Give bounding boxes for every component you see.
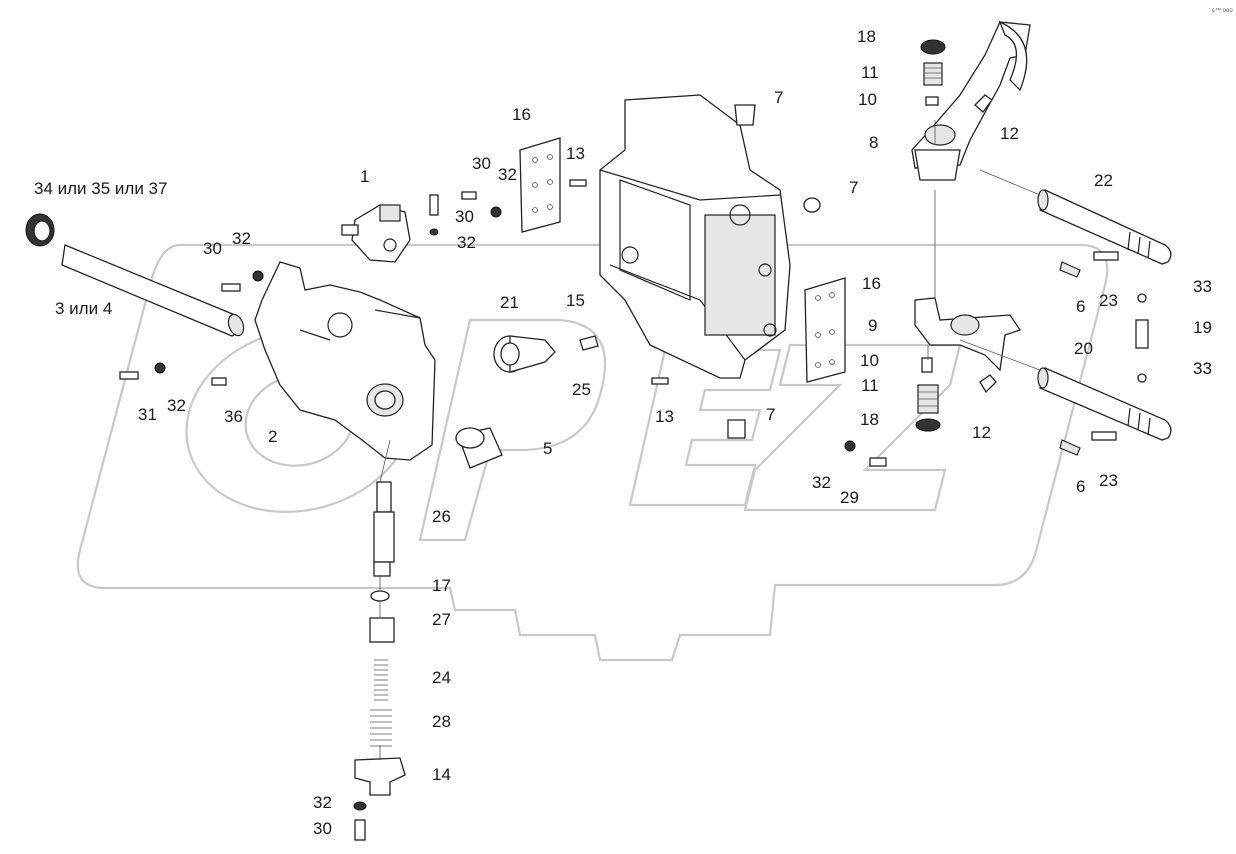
label-28: 28 <box>432 712 451 731</box>
valve-stack <box>353 481 406 841</box>
label-23: 23 <box>1099 471 1118 490</box>
shaft-20 <box>1037 367 1172 441</box>
label-24: 24 <box>432 668 451 687</box>
label-5: 5 <box>543 439 552 458</box>
fork-9 <box>914 297 1022 372</box>
label-7: 7 <box>774 88 783 107</box>
label-25: 25 <box>572 380 591 399</box>
shaft-22 <box>1037 189 1172 265</box>
lower-detent-parts <box>915 357 997 432</box>
shaft-3-or-4 <box>61 244 245 337</box>
bolt-29 <box>869 457 887 467</box>
main-housing <box>599 94 791 379</box>
label-6: 6 <box>1076 477 1085 496</box>
label-32: 32 <box>232 229 251 248</box>
cover-housing-2 <box>254 261 436 461</box>
label-7: 7 <box>849 178 858 197</box>
pin-13-upper <box>569 179 587 187</box>
label-32: 32 <box>457 233 476 252</box>
label-11: 11 <box>861 376 879 395</box>
label-32: 32 <box>313 793 332 812</box>
plate-16-lower <box>804 277 846 383</box>
label-36: 36 <box>224 407 243 426</box>
label-23: 23 <box>1099 291 1118 310</box>
valve-block-1 <box>341 204 411 263</box>
label-1: 1 <box>360 167 369 186</box>
leader-lines <box>379 120 1041 760</box>
label-29: 29 <box>840 488 859 507</box>
small-fasteners-left <box>119 191 502 386</box>
label-12: 12 <box>972 423 991 442</box>
washer-32-right <box>844 440 856 452</box>
corner-mark: c™ ooo <box>1212 7 1233 14</box>
label-19: 19 <box>1193 318 1212 337</box>
label-10: 10 <box>860 351 879 370</box>
solenoid-21 <box>493 335 599 373</box>
label-34-35-37: 34 или 35 или 37 <box>34 179 167 198</box>
label-10: 10 <box>858 90 877 109</box>
label-21: 21 <box>500 293 519 312</box>
label-16: 16 <box>512 105 531 124</box>
plate-16-upper <box>519 137 561 233</box>
label-18: 18 <box>857 27 876 46</box>
label-13: 13 <box>566 144 585 163</box>
pin-13-lower <box>651 377 669 385</box>
label-33: 33 <box>1193 277 1212 296</box>
label-6: 6 <box>1076 297 1085 316</box>
label-18: 18 <box>860 410 879 429</box>
label-17: 17 <box>432 576 451 595</box>
label-30: 30 <box>203 239 222 258</box>
label-13: 13 <box>655 407 674 426</box>
label-26: 26 <box>432 507 451 526</box>
label-32: 32 <box>812 473 831 492</box>
plugs-7 <box>727 104 821 439</box>
label-14: 14 <box>432 765 451 784</box>
label-32: 32 <box>498 165 517 184</box>
label-15: 15 <box>566 291 585 310</box>
label-8: 8 <box>869 133 878 152</box>
label-33: 33 <box>1193 359 1212 378</box>
fork-8 <box>911 20 1031 181</box>
label-27: 27 <box>432 610 451 629</box>
label-16: 16 <box>862 274 881 293</box>
seal-34-35-37 <box>25 213 55 247</box>
label-7: 7 <box>766 405 775 424</box>
label-3-or-4: 3 или 4 <box>55 299 112 318</box>
label-11: 11 <box>861 63 879 82</box>
label-30: 30 <box>472 154 491 173</box>
part-labels: 1 2 3 или 4 34 или 35 или 37 30 32 31 32… <box>34 27 1212 838</box>
bolts-springs-right <box>1059 251 1149 456</box>
label-20: 20 <box>1074 339 1093 358</box>
label-9: 9 <box>868 316 877 335</box>
watermark <box>76 243 1109 662</box>
label-2: 2 <box>268 427 277 446</box>
label-30: 30 <box>455 207 474 226</box>
label-30: 30 <box>313 819 332 838</box>
label-31: 31 <box>138 405 157 424</box>
upper-detent-parts <box>920 39 993 113</box>
label-12: 12 <box>1000 124 1019 143</box>
label-22: 22 <box>1094 171 1113 190</box>
plug-5 <box>455 427 503 469</box>
label-32: 32 <box>167 396 186 415</box>
